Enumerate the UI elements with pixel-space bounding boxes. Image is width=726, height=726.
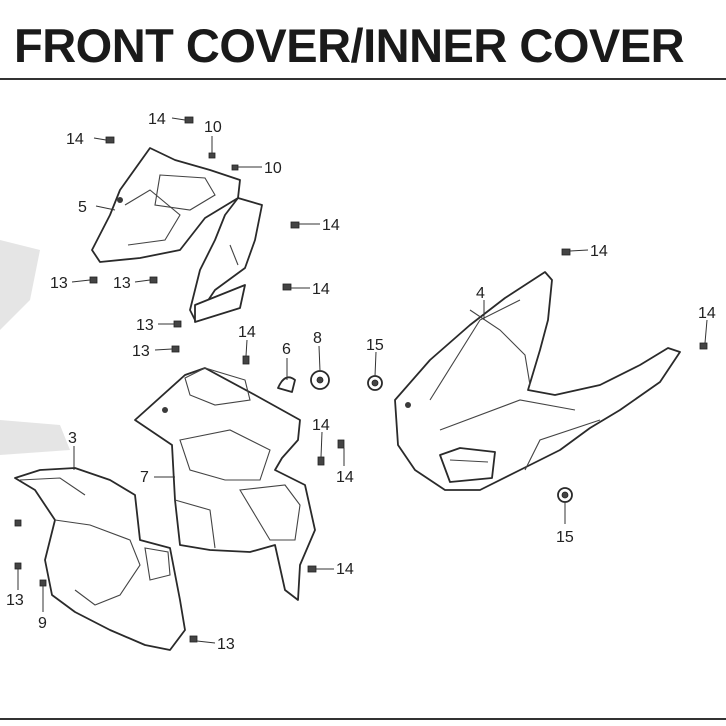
callout-10: 10 xyxy=(264,160,282,177)
title-underline xyxy=(0,78,726,80)
callout-13: 13 xyxy=(132,343,150,360)
callout-14: 14 xyxy=(698,305,716,322)
page-title: FRONT COVER/INNER COVER xyxy=(14,19,685,72)
part-7-inner-cover xyxy=(134,367,316,601)
callout-15: 15 xyxy=(366,337,384,354)
callout-15: 15 xyxy=(556,529,574,546)
callout-13: 13 xyxy=(6,592,24,609)
callout-7: 7 xyxy=(140,469,149,486)
bottom-border xyxy=(0,718,726,720)
part-3-lower-cover xyxy=(14,467,186,651)
callout-10: 10 xyxy=(204,119,222,136)
part-5-inner-panel xyxy=(189,197,263,323)
callout-13: 13 xyxy=(50,275,68,292)
callout-14: 14 xyxy=(322,217,340,234)
callout-14: 14 xyxy=(590,243,608,260)
callout-14: 14 xyxy=(148,111,166,128)
callout-5: 5 xyxy=(78,199,87,216)
part-15-screw-lower xyxy=(557,487,573,503)
leader-lines xyxy=(17,117,708,644)
part-4-floor-panel xyxy=(394,271,681,491)
fasteners xyxy=(14,116,708,643)
callout-13: 13 xyxy=(136,317,154,334)
part-15-screw-upper xyxy=(367,375,383,391)
callout-6: 6 xyxy=(282,341,291,358)
callout-14: 14 xyxy=(312,417,330,434)
callout-8: 8 xyxy=(313,330,322,347)
part-6-clip xyxy=(277,376,296,393)
callout-3: 3 xyxy=(68,430,77,447)
part-5-front-cover xyxy=(91,147,241,263)
callout-14: 14 xyxy=(336,469,354,486)
callout-14: 14 xyxy=(336,561,354,578)
part-8-grommet xyxy=(310,370,330,390)
callout-9: 9 xyxy=(38,615,47,632)
callout-14: 14 xyxy=(312,281,330,298)
callout-14: 14 xyxy=(238,324,256,341)
callout-4: 4 xyxy=(476,285,485,302)
callout-labels: 14 14 10 10 5 14 13 13 14 13 13 4 14 14 … xyxy=(6,111,716,653)
callout-14: 14 xyxy=(66,131,84,148)
callout-13: 13 xyxy=(113,275,131,292)
callout-13: 13 xyxy=(217,636,235,653)
background-watermark xyxy=(0,240,70,455)
